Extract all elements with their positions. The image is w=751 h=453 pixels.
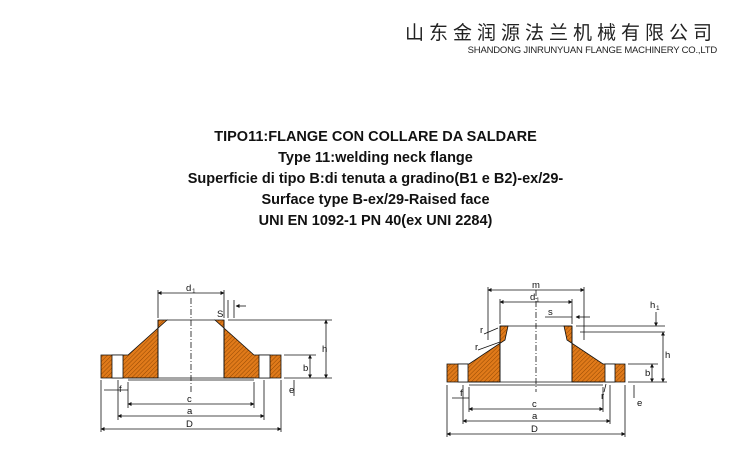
- left-label-d1-sub: 1: [192, 288, 196, 295]
- right-label-h: h: [665, 350, 670, 361]
- left-bolt-hole-l: [111, 354, 124, 379]
- left-bolt-hole-r: [258, 354, 271, 379]
- right-label-c: c: [532, 399, 537, 410]
- right-label-s: s: [548, 307, 553, 318]
- right-label-m: m: [532, 280, 540, 291]
- title-line-3: Superficie di tipo B:di tenuta a gradino…: [187, 171, 564, 187]
- left-body-left: [100, 319, 169, 379]
- right-label-r-lower: r: [475, 342, 478, 353]
- left-label-D: D: [186, 419, 193, 430]
- left-label-b: b: [303, 363, 308, 374]
- right-label-h1-sub: 1: [656, 305, 660, 312]
- right-label-h1: h: [650, 300, 655, 311]
- right-label-r-upper: r: [480, 325, 483, 336]
- left-label-f: f: [119, 384, 122, 395]
- right-body-left: [446, 325, 509, 383]
- right-label-d1: d: [530, 292, 535, 303]
- right-flange-drawing: [446, 287, 667, 437]
- right-label-d1-sub: 1: [536, 297, 540, 304]
- company-name-cn: 山东金润源法兰机械有限公司: [404, 22, 717, 44]
- left-drawing-labels: d 1 S h b e f c a D: [119, 283, 327, 430]
- right-label-r-bottom: r: [601, 391, 604, 402]
- title-line-2: Type 11:welding neck flange: [278, 150, 473, 166]
- right-label-f: f: [460, 388, 463, 399]
- left-label-s: S: [217, 309, 223, 320]
- left-label-c: c: [187, 394, 192, 405]
- left-flange-drawing: [100, 290, 332, 432]
- right-body-right: [563, 325, 626, 383]
- right-label-b: b: [645, 368, 650, 379]
- company-name-en: SHANDONG JINRUNYUAN FLANGE MACHINERY CO.…: [467, 45, 718, 56]
- right-label-D: D: [531, 424, 538, 435]
- left-body-right: [213, 319, 282, 379]
- left-label-a: a: [187, 406, 193, 417]
- title-line-4: Surface type B-ex/29-Raised face: [261, 192, 490, 208]
- title-line-1: TIPO11:FLANGE CON COLLARE DA SALDARE: [214, 129, 537, 145]
- company-block: 山东金润源法兰机械有限公司 SHANDONG JINRUNYUAN FLANGE…: [405, 22, 717, 57]
- right-drawing-labels: m d 1 s h 1 h b e r r r f c a D: [460, 280, 670, 435]
- title-block: TIPO11:FLANGE CON COLLARE DA SALDARE Typ…: [0, 127, 751, 232]
- title-line-5: UNI EN 1092-1 PN 40(ex UNI 2284): [258, 213, 493, 229]
- left-label-d1: d: [186, 283, 191, 294]
- left-label-h: h: [322, 344, 327, 355]
- right-label-a: a: [532, 411, 538, 422]
- left-label-e: e: [289, 385, 294, 396]
- right-label-e: e: [637, 398, 642, 409]
